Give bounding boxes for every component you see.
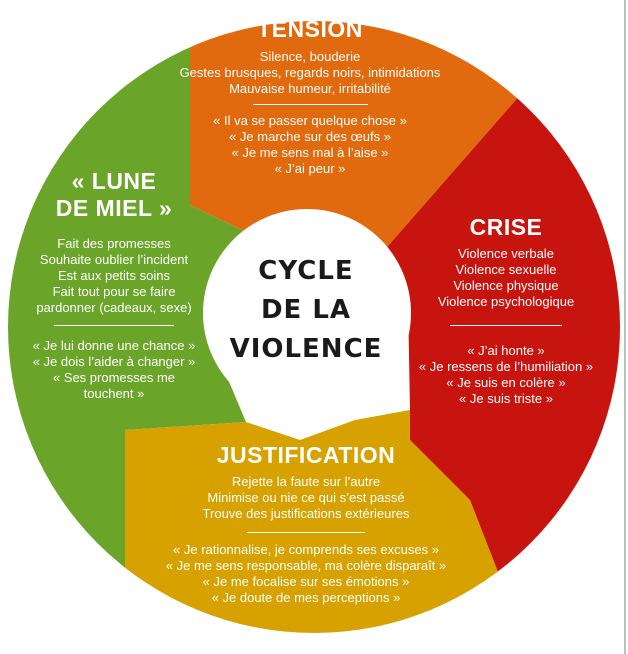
tension-title: TENSION (257, 16, 363, 42)
crise-feeling: « Je suis triste » (459, 391, 553, 406)
crise-separator (450, 325, 562, 326)
justification-behavior: Minimise ou nie ce qui s’est passé (207, 490, 405, 505)
tension-behavior: Gestes brusques, regards noirs, intimida… (179, 65, 441, 80)
lune-behavior: Fait des promesses (57, 236, 171, 251)
tension-feeling: « Je me sens mal à l’aise » (231, 145, 389, 160)
crise-feeling: « Je suis en colère » (446, 375, 566, 390)
justification-feeling: « Je doute de mes perceptions » (211, 590, 401, 605)
center-title-line-2: DE LA (260, 295, 352, 325)
justification-behavior: Rejette la faute sur l’autre (231, 474, 381, 489)
lune-feeling: « Ses promesses me (52, 370, 176, 385)
crise-title: CRISE (469, 214, 543, 240)
right-edge-divider (624, 0, 626, 654)
segment-tension (190, 21, 520, 255)
lune-behavior: pardonner (cadeaux, sexe) (36, 300, 192, 315)
lune-behavior: Souhaite oublier l’incident (39, 252, 189, 267)
lune-feeling: touchent » (83, 386, 145, 401)
segment-crise (380, 21, 620, 633)
tension-feeling: « Il va se passer quelque chose » (213, 113, 407, 128)
crise-behavior: Violence verbale (458, 246, 554, 261)
tension-behavior: Silence, bouderie (259, 49, 361, 64)
justification-feeling: « Je rationnalise, je comprends ses excu… (173, 542, 439, 557)
crise-behavior: Violence psychologique (437, 294, 575, 309)
justification-feeling: « Je me focalise sur ses émotions » (202, 574, 410, 589)
lune-title-line-2: DE MIEL » (55, 195, 173, 221)
tension-feeling: « J’ai peur » (274, 161, 346, 176)
justification-behavior: Trouve des justifications extérieures (202, 506, 410, 521)
segment-lune-de-miel (8, 21, 246, 633)
lune-title-line-1: « LUNE (71, 168, 157, 194)
lune-de-miel-block: « LUNE DE MIEL » Fait des promesses Souh… (8, 168, 220, 402)
tension-separator (252, 104, 368, 105)
lune-separator (54, 325, 174, 326)
center-title-line-3: VIOLENCE (229, 334, 383, 364)
center-circle (203, 209, 411, 417)
justification-block: JUSTIFICATION Rejette la faute sur l’aut… (130, 442, 482, 606)
crise-behavior: Violence sexuelle (455, 262, 557, 277)
tension-block: TENSION Silence, bouderie Gestes brusque… (140, 16, 480, 177)
justification-separator (247, 532, 365, 533)
crise-feeling: « Je ressens de l’humiliation » (418, 359, 594, 374)
tension-feeling: « Je marche sur des œufs » (229, 129, 391, 144)
tension-behavior: Mauvaise humeur, irritabilité (229, 81, 391, 96)
lune-feeling: « Je lui donne une chance » (32, 338, 196, 353)
lune-feeling: « Je dois l’aider à changer » (32, 354, 196, 369)
justification-title: JUSTIFICATION (216, 442, 396, 468)
justification-feeling: « Je me sens responsable, ma colère disp… (165, 558, 447, 573)
center-title-line-1: CYCLE (258, 256, 354, 286)
crise-feeling: « J’ai honte » (467, 343, 545, 358)
lune-behavior: Fait tout pour se faire (52, 284, 176, 299)
center-title: CYCLE DE LA VIOLENCE (206, 252, 406, 369)
crise-behavior: Violence physique (453, 278, 559, 293)
lune-behavior: Est aux petits soins (58, 268, 170, 283)
crise-block: CRISE Violence verbale Violence sexuelle… (398, 214, 614, 407)
